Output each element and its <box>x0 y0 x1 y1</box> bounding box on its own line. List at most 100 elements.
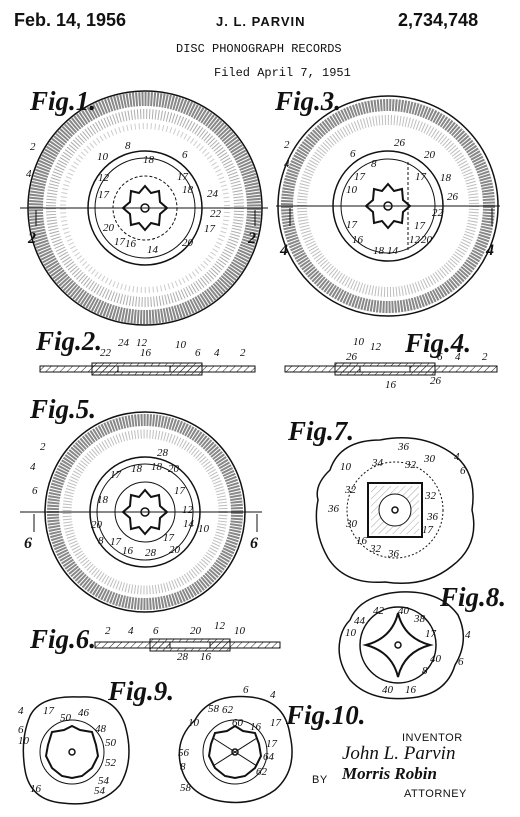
svg-text:17: 17 <box>163 532 175 544</box>
svg-text:28: 28 <box>177 651 189 663</box>
svg-text:17: 17 <box>354 171 366 183</box>
svg-text:4: 4 <box>465 629 471 641</box>
svg-text:6: 6 <box>182 149 188 161</box>
svg-text:2: 2 <box>105 625 111 637</box>
svg-text:8: 8 <box>422 665 428 677</box>
svg-text:38: 38 <box>413 613 426 625</box>
patent-number: 2,734,748 <box>398 10 479 30</box>
svg-text:17: 17 <box>110 536 122 548</box>
svg-text:10: 10 <box>353 336 365 348</box>
svg-text:62: 62 <box>256 766 268 778</box>
fig7-label: Fig.7. <box>287 416 354 446</box>
fig3-label: Fig.3. <box>274 86 341 116</box>
svg-text:26: 26 <box>447 191 459 203</box>
svg-text:16: 16 <box>140 347 152 359</box>
svg-text:2: 2 <box>40 441 46 453</box>
svg-text:2: 2 <box>30 141 36 153</box>
svg-text:6: 6 <box>153 625 159 637</box>
svg-text:20: 20 <box>103 222 115 234</box>
svg-text:17: 17 <box>415 171 427 183</box>
fig1-label: Fig.1. <box>29 86 96 116</box>
svg-text:2: 2 <box>284 139 290 151</box>
svg-text:16: 16 <box>250 721 262 733</box>
svg-text:10: 10 <box>175 339 187 351</box>
fig10-label: Fig.10. <box>285 700 366 730</box>
svg-text:6: 6 <box>460 465 466 477</box>
svg-text:10: 10 <box>18 735 30 747</box>
svg-text:50: 50 <box>60 712 72 724</box>
svg-text:16: 16 <box>125 238 137 250</box>
svg-text:14: 14 <box>183 518 195 530</box>
svg-text:36: 36 <box>426 511 439 523</box>
svg-text:12: 12 <box>409 234 421 246</box>
svg-text:6: 6 <box>243 684 249 696</box>
svg-text:58: 58 <box>180 782 192 794</box>
svg-text:4: 4 <box>26 168 32 180</box>
fig9-label: Fig.9. <box>107 676 174 706</box>
svg-text:4: 4 <box>454 451 460 463</box>
svg-text:10: 10 <box>340 461 352 473</box>
svg-text:10: 10 <box>234 625 246 637</box>
svg-text:52: 52 <box>105 757 117 769</box>
svg-text:32: 32 <box>424 490 437 502</box>
svg-text:48: 48 <box>95 723 107 735</box>
inventor-header: J. L. PARVIN <box>216 14 306 29</box>
svg-text:10: 10 <box>188 717 200 729</box>
attorney-signature: Morris Robin <box>342 764 437 783</box>
svg-text:6: 6 <box>195 347 201 359</box>
svg-text:30: 30 <box>345 518 358 530</box>
svg-text:36: 36 <box>387 548 400 560</box>
svg-text:8: 8 <box>180 761 186 773</box>
svg-text:8: 8 <box>98 535 104 547</box>
svg-text:17: 17 <box>114 236 126 248</box>
inventor-signature: John L. Parvin <box>342 743 456 764</box>
svg-text:54: 54 <box>98 775 110 787</box>
fig8-label: Fig.8. <box>439 582 506 612</box>
svg-text:18: 18 <box>151 461 163 473</box>
svg-text:40: 40 <box>398 605 410 617</box>
section-mark-fig3-right: 4 <box>485 242 494 259</box>
svg-text:17: 17 <box>425 628 437 640</box>
svg-text:30: 30 <box>423 453 436 465</box>
svg-text:20: 20 <box>421 234 433 246</box>
fig6-label: Fig.6. <box>29 624 96 654</box>
section-mark-fig1-right: 2 <box>247 230 256 247</box>
svg-text:42: 42 <box>373 605 385 617</box>
svg-text:10: 10 <box>198 523 210 535</box>
svg-text:22: 22 <box>100 347 112 359</box>
svg-text:14: 14 <box>387 245 399 257</box>
svg-text:4: 4 <box>284 158 290 170</box>
svg-text:18: 18 <box>373 245 385 257</box>
svg-text:2: 2 <box>240 347 246 359</box>
fig5-label: Fig.5. <box>29 394 96 424</box>
svg-text:18: 18 <box>440 172 452 184</box>
svg-text:16: 16 <box>30 783 42 795</box>
svg-text:26: 26 <box>394 137 406 149</box>
svg-text:46: 46 <box>78 707 90 719</box>
svg-text:36: 36 <box>397 441 410 453</box>
svg-text:4: 4 <box>18 705 24 717</box>
svg-text:14: 14 <box>147 244 159 256</box>
fig4-label: Fig.4. <box>404 328 471 358</box>
svg-text:17: 17 <box>422 524 434 536</box>
fig2-label: Fig.2. <box>35 326 102 356</box>
svg-text:18: 18 <box>143 154 155 166</box>
svg-text:20: 20 <box>91 519 103 531</box>
svg-text:16: 16 <box>405 684 417 696</box>
svg-text:20: 20 <box>182 237 194 249</box>
svg-text:4: 4 <box>270 689 276 701</box>
svg-text:40: 40 <box>382 684 394 696</box>
svg-text:16: 16 <box>122 545 134 557</box>
patent-title: DISC PHONOGRAPH RECORDS <box>176 42 342 56</box>
svg-text:18: 18 <box>182 184 194 196</box>
svg-text:8: 8 <box>371 158 377 170</box>
svg-text:16: 16 <box>352 234 364 246</box>
svg-text:28: 28 <box>157 447 169 459</box>
svg-text:2: 2 <box>482 351 488 363</box>
